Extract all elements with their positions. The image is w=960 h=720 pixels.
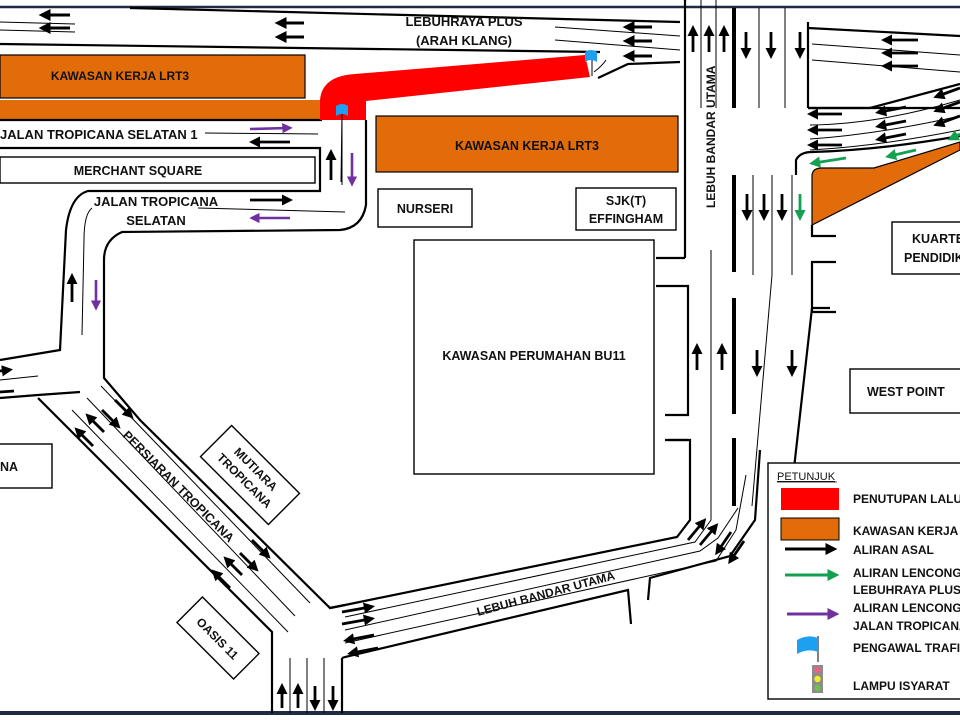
traffic-warden-flag-2 [585,50,607,76]
legend-traffic-light-label: LAMPU ISYARAT [853,679,950,693]
legend-traffic-warden-label: PENGAWAL TRAFIK [853,641,960,655]
west-point-label: WEST POINT [867,385,945,399]
ramp-arrows [806,34,960,151]
legend-diversion-plus-label-1: ALIRAN LENCONGAN [853,566,960,580]
lebuh-bandar-utama-vertical-arrows [687,24,806,378]
building-oasis-11 [175,595,261,681]
legend-diversion-tropicana-label-2: JALAN TROPICANA [853,619,960,633]
building-merchant-square [0,156,316,184]
road-label-lebuhraya-plus: LEBUHRAYA PLUS [405,14,522,29]
flow-arrow-6 [0,389,15,394]
road-label-lebuh-bandar-utama-bottom: LEBUH BANDAR UTAMA [475,568,617,618]
work-zone-ramp [811,141,960,226]
legend-work-zone-swatch [780,517,840,541]
persiaran-arrows [74,399,271,589]
building-perumahan-bu11 [413,239,655,475]
building-sjkt-effingham [575,187,677,231]
work-zone-left-label: KAWASAN KERJA LRT3 [51,69,190,83]
road-closure [320,55,590,120]
lebuh-bandar-utama-bottom-arrows [341,518,746,658]
legend: PETUNJUK PENUTUPAN LALUAN KAWASAN KERJA … [767,462,960,700]
kuarters-label-1: KUARTERS [912,232,960,246]
road-label-jalan-tropicana: JALAN TROPICANA [94,194,219,209]
legend-blue-flag-icon [797,636,819,662]
road-label-lebuh-bandar-utama-vertical: LEBUH BANDAR UTAMA [704,65,718,208]
merchant-square-label: MERCHANT SQUARE [74,164,202,178]
building-mutiara-tropicana [199,424,301,526]
flow-arrow-5 [0,365,14,377]
lebuhraya-plus-road [0,6,681,79]
diversion-arrow-purple-1 [249,122,293,134]
work-zone-left [0,54,306,99]
road-label-selatan: SELATAN [126,213,185,228]
work-zone-center-label: KAWASAN KERJA LRT3 [455,139,599,153]
nurseri-label: NURSERI [397,202,453,216]
legend-work-zone-label: KAWASAN KERJA LRT3 [853,524,960,538]
sjkt-label-2: EFFINGHAM [589,212,663,226]
legend-closure-label: PENUTUPAN LALUAN [853,492,960,506]
legend-diversion-tropicana-label-1: ALIRAN LENCONGAN [853,601,960,615]
sjkt-label-1: SJK(T) [606,194,646,208]
kuarters-label-2: PENDIDIKAN [904,251,960,265]
legend-title: PETUNJUK [777,471,836,483]
road-label-arah-klang: (ARAH KLANG) [416,33,512,48]
building-west-point [849,368,960,414]
legend-closure-swatch [781,488,839,510]
green-diversion-arrows [809,130,960,168]
building-nurseri [377,188,473,228]
work-zone-strip [0,100,322,120]
legend-traffic-light-icon [812,665,823,693]
legend-original-flow-label: ALIRAN ASAL [853,543,934,557]
building-kuarters-pendidikan [891,221,960,275]
work-zone-center [375,115,679,173]
building-left-partial [0,443,53,489]
bottom-arrows [276,682,339,712]
lebuhraya-plus-arrows [38,9,652,62]
road-label-jalan-tropicana-selatan-1: JALAN TROPICANA SELATAN 1 [0,127,198,142]
perumahan-bu11-label: KAWASAN PERUMAHAN BU11 [442,349,625,363]
legend-diversion-plus-label-2: LEBUHRAYA PLUS [853,583,960,597]
left-partial-label: NA [0,460,18,474]
